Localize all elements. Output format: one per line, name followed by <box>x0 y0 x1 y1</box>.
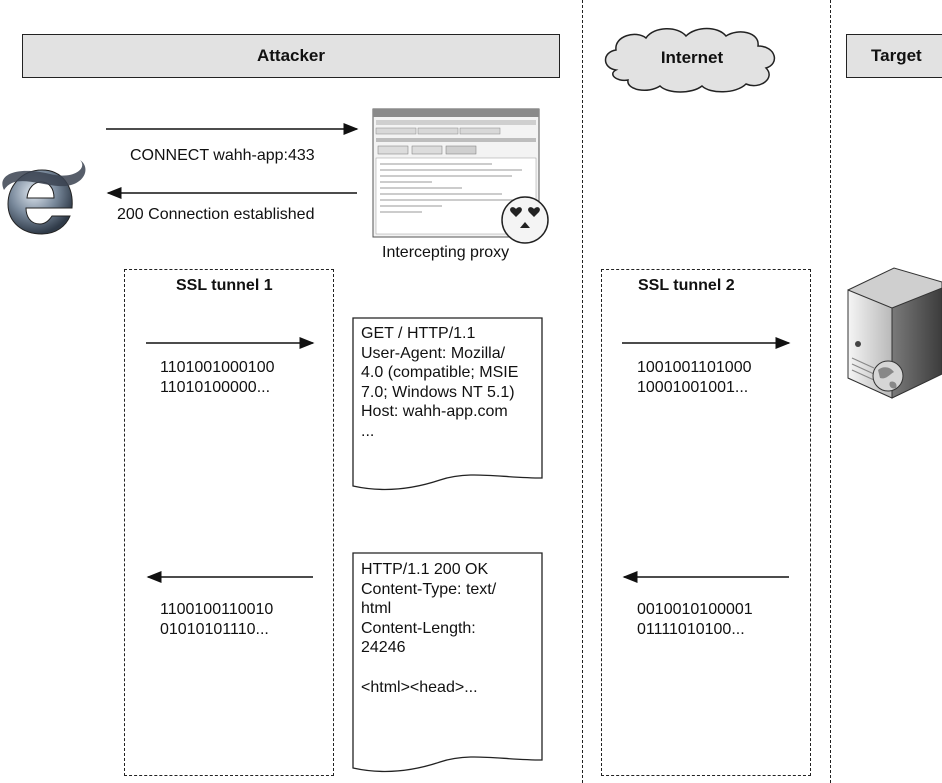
server-icon <box>847 267 942 399</box>
attacker-header-label: Attacker <box>256 46 326 65</box>
cloud-icon <box>604 27 776 93</box>
tunnel1-response-bits: 1100100110010 01010101110... <box>160 601 274 638</box>
request-document: GET / HTTP/1.1 User-Agent: Mozilla/ 4.0 … <box>361 325 519 440</box>
ssl-tunnel-1 <box>124 269 334 776</box>
target-header: Target <box>846 34 942 78</box>
connect-label: CONNECT wahh-app:433 <box>130 147 315 164</box>
proxy-caption: Intercepting proxy <box>382 244 510 261</box>
request-document-shape <box>352 317 543 491</box>
tunnel1-request-bits: 1101001000100 11010100000... <box>160 359 275 396</box>
tunnel2-response-bits: 0010010100001 01111010100... <box>637 601 753 638</box>
internet-separator-left <box>582 0 583 783</box>
ssl-tunnel-2-title: SSL tunnel 2 <box>638 277 735 294</box>
internet-cloud: Internet <box>598 22 786 96</box>
ssl-tunnel-1-title: SSL tunnel 1 <box>176 277 273 294</box>
heart-eyes-smiley-icon <box>501 196 549 244</box>
target-server <box>846 262 942 402</box>
response-document: HTTP/1.1 200 OK Content-Type: text/ html… <box>361 561 497 696</box>
internet-separator-right <box>830 0 831 783</box>
tunnel2-request-bits: 1001001101000 10001001001... <box>637 359 752 396</box>
proxy-window <box>372 108 540 238</box>
internet-label: Internet <box>660 48 724 67</box>
ssl-tunnel-2 <box>601 269 811 776</box>
browser-e-icon <box>2 160 86 235</box>
proxy-window-icon <box>372 108 540 238</box>
established-label: 200 Connection established <box>117 206 315 223</box>
attacker-header: Attacker <box>22 34 560 78</box>
browser-icon <box>0 160 86 240</box>
target-header-label: Target <box>871 46 922 65</box>
proxy-smiley <box>499 195 551 245</box>
response-document-shape <box>352 552 543 773</box>
